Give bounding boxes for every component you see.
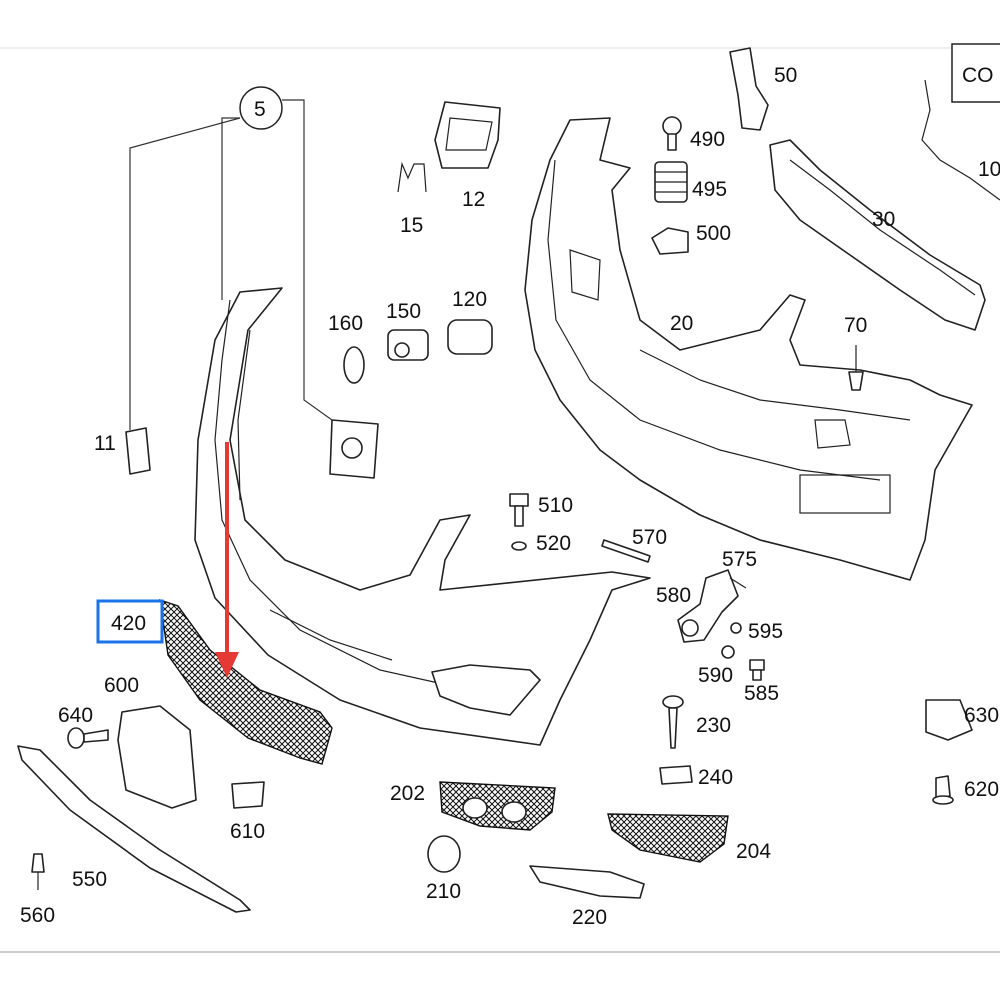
callout-210: 210 — [426, 880, 461, 903]
callout-70: 70 — [844, 314, 867, 337]
callout-630: 630 — [964, 704, 999, 727]
header-box-text: CO — [962, 64, 994, 87]
callout-575: 575 — [722, 548, 757, 571]
screw-230[interactable] — [662, 695, 684, 749]
screw-490[interactable] — [662, 116, 682, 151]
header-box: CO — [951, 43, 1000, 103]
callout-620: 620 — [964, 778, 999, 801]
callout-204: 204 — [736, 840, 771, 863]
screw-620[interactable] — [932, 775, 954, 805]
fog-grille-204[interactable] — [607, 813, 729, 863]
washer-590[interactable] — [721, 645, 735, 659]
callout-50: 50 — [774, 64, 797, 87]
callout-510: 510 — [538, 494, 573, 517]
tow-hook-cover-11[interactable] — [125, 427, 151, 475]
callout-610: 610 — [230, 820, 265, 843]
bumper-carrier-20[interactable] — [524, 117, 973, 581]
trim-strip-570[interactable] — [601, 539, 651, 563]
clip-500[interactable] — [651, 227, 689, 255]
cover-panel-600[interactable] — [117, 705, 197, 809]
rivet-560[interactable] — [31, 853, 45, 890]
fog-grille-202[interactable] — [439, 781, 556, 831]
callout-labels: 5 11 12 15 160 150 120 50 490 495 500 30… — [20, 64, 1000, 929]
callout-520: 520 — [536, 532, 571, 555]
callout-10: 10 — [978, 158, 1000, 181]
clip-240[interactable] — [659, 765, 693, 785]
callout-20: 20 — [670, 312, 693, 335]
wiring-harness-10[interactable] — [921, 79, 1000, 201]
lower-grille-strip-420[interactable] — [159, 598, 333, 765]
trim-220[interactable] — [529, 865, 645, 899]
bumper-cover[interactable] — [194, 287, 651, 746]
callout-220: 220 — [572, 906, 607, 929]
sensor-cap-120[interactable] — [447, 319, 493, 355]
screw-640[interactable] — [67, 727, 109, 749]
grommet-495[interactable] — [654, 161, 688, 203]
highlight-arrow — [215, 442, 239, 678]
callout-120: 120 — [452, 288, 487, 311]
callout-230: 230 — [696, 714, 731, 737]
callout-150: 150 — [386, 300, 421, 323]
callout-5-leaders — [129, 99, 333, 430]
bracket-50[interactable] — [729, 47, 769, 131]
callout-550: 550 — [72, 868, 107, 891]
spring-clip-15[interactable] — [397, 161, 427, 193]
bolt-585[interactable] — [749, 659, 765, 681]
callout-560: 560 — [20, 904, 55, 927]
callout-202: 202 — [390, 782, 425, 805]
callout-640: 640 — [58, 704, 93, 727]
ring-210[interactable] — [427, 835, 461, 873]
callout-240: 240 — [698, 766, 733, 789]
callout-570: 570 — [632, 526, 667, 549]
callout-490: 490 — [690, 128, 725, 151]
sensor-holder[interactable] — [329, 419, 379, 479]
push-pin-70[interactable] — [848, 345, 864, 391]
washer-595[interactable] — [730, 622, 742, 634]
callout-11: 11 — [94, 432, 116, 455]
callout-5-circle — [239, 86, 283, 130]
bolt-510[interactable] — [509, 493, 529, 527]
impact-absorber-30[interactable] — [769, 139, 986, 331]
callout-12: 12 — [462, 188, 485, 211]
callout-585: 585 — [744, 682, 779, 705]
lower-trim-550[interactable] — [17, 745, 251, 913]
callout-5: 5 — [254, 98, 266, 121]
callout-600: 600 — [104, 674, 139, 697]
washer-520[interactable] — [511, 541, 527, 551]
clip-nut-610[interactable] — [231, 781, 265, 809]
callout-15: 15 — [400, 214, 423, 237]
callout-420[interactable]: 420 — [111, 612, 146, 635]
highlight-box-420 — [96, 599, 164, 644]
sealing-ring-160[interactable] — [343, 346, 365, 384]
sensor-bracket-12[interactable] — [434, 101, 501, 169]
parking-sensor-150[interactable] — [387, 329, 429, 361]
callout-500: 500 — [696, 222, 731, 245]
callout-595: 595 — [748, 620, 783, 643]
callout-495: 495 — [692, 178, 727, 201]
callout-30: 30 — [872, 208, 895, 231]
callout-160: 160 — [328, 312, 363, 335]
callout-590: 590 — [698, 664, 733, 687]
callout-580: 580 — [656, 584, 691, 607]
pin-575[interactable] — [729, 577, 747, 589]
holder-630[interactable] — [925, 699, 973, 741]
